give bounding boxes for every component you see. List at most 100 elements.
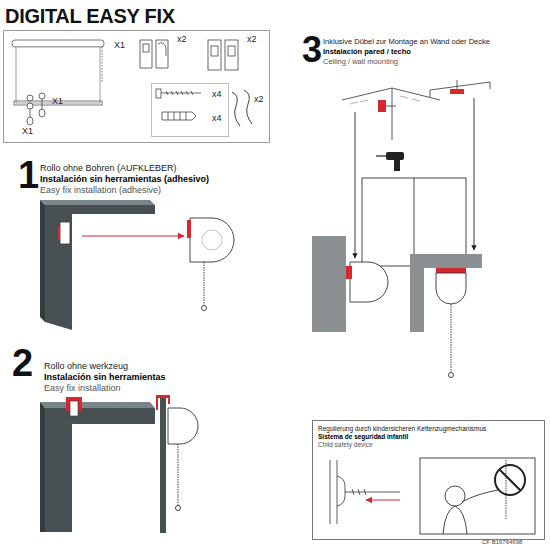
- bracket-pair: [208, 40, 238, 70]
- child-warning-part: [445, 486, 465, 506]
- step-text: Instalación sin herramientas (adhesivo): [40, 175, 209, 185]
- step-number: 1: [18, 156, 39, 194]
- ceiling-sketch-part: [450, 89, 464, 94]
- child-warning-part: [443, 506, 467, 534]
- step-text: Instalación sin herramientas: [44, 373, 166, 383]
- roller-blind-part: [12, 40, 104, 47]
- window-frame-part: [40, 200, 155, 205]
- bracket-pair-part: [228, 46, 235, 56]
- pointer-arrow: [474, 98, 475, 250]
- chain-stop-part: [27, 95, 33, 101]
- end-cap-part: [190, 218, 234, 262]
- ceiling-mount: [410, 254, 482, 378]
- quantity-label: X1: [114, 41, 125, 51]
- note-text: Sistema de seguridad infantil: [318, 433, 408, 440]
- clip-pair-part: [232, 92, 240, 126]
- safety-bracket-part: [330, 460, 337, 524]
- window-frame-part: [40, 402, 45, 532]
- end-cap-part: [202, 230, 222, 250]
- chain-stop-part: [39, 109, 45, 117]
- safety-bracket-part: [352, 489, 366, 495]
- ceiling-sketch: [430, 80, 490, 97]
- safety-bracket: [330, 460, 400, 524]
- wall-sketch-part: [386, 106, 396, 107]
- quantity-label: x2: [247, 35, 257, 45]
- wall-mount-part: [346, 266, 352, 279]
- wall-plug-part: [168, 112, 186, 120]
- parts-box: x4x4X1x2x2X1X1x2: [3, 30, 270, 143]
- chain-stop-part: [30, 109, 31, 117]
- side-view: [156, 395, 198, 533]
- direction-arrow: [82, 235, 184, 236]
- window-frame-part: [40, 200, 45, 322]
- step-text: Rollo ohne werkzeug: [44, 362, 128, 372]
- note-text: Child safety device: [318, 441, 373, 448]
- child-warning-part: [462, 490, 498, 502]
- ceiling-mount-part: [451, 304, 452, 372]
- end-cap-part: [187, 220, 191, 238]
- page-title: DIGITAL EASY FIX: [5, 5, 175, 27]
- drill: [376, 152, 404, 171]
- step-number: 3: [302, 32, 322, 68]
- bracket-pair-part: [208, 40, 221, 70]
- wall-plug: [162, 112, 196, 120]
- quantity-label: x2: [254, 95, 264, 105]
- adhesive-bracket-part: [60, 222, 70, 244]
- clip-pair-part: [244, 90, 252, 124]
- chain-stop-part: [27, 103, 33, 109]
- pointer-arrow: [355, 112, 356, 258]
- window-part: [414, 178, 415, 266]
- step-text: Ceiling / wall mounting: [323, 58, 398, 66]
- ceiling-mount-part: [436, 273, 466, 304]
- quantity-label: X1: [52, 97, 63, 107]
- end-cap-part: [204, 262, 205, 305]
- child-warning: [420, 458, 535, 534]
- chain-stop-part: [39, 93, 45, 99]
- wall-mount-part: [350, 262, 388, 302]
- quantity-label: x2: [177, 35, 187, 45]
- wall-mount: [312, 236, 388, 332]
- side-view-part: [168, 408, 198, 444]
- child-warning-part: [499, 469, 521, 491]
- quantity-label: x4: [212, 114, 222, 124]
- side-view-part: [178, 444, 179, 505]
- product-code: CF B16764698: [482, 539, 522, 546]
- roller-blind-part: [102, 47, 103, 82]
- end-cap: [187, 218, 234, 311]
- wall-sketch: [342, 88, 440, 140]
- child-warning-part: [495, 465, 525, 495]
- clip-part: [70, 401, 78, 416]
- roller-blind: [12, 40, 104, 105]
- safety-bracket-part: [337, 476, 345, 506]
- window-frame-part: [45, 408, 155, 532]
- child-warning-part: [420, 458, 535, 534]
- safety-box: Regulierung durch kindersicheren Kettenz…: [312, 420, 545, 540]
- fixings-box: x4 x4: [151, 83, 229, 137]
- step-text: Inklusive Dübel zur Montage an Wand oder…: [323, 38, 490, 46]
- ceiling-mount-part: [436, 268, 466, 273]
- bracket-pair-part: [140, 40, 152, 68]
- window-frame: [40, 402, 155, 532]
- chain-stop-part: [42, 99, 43, 109]
- adhesive-bracket: [58, 222, 70, 244]
- drill-part: [376, 155, 386, 156]
- step-text: Easy fix installation (adhesive): [40, 186, 161, 196]
- note-text: Regulierung durch kindersicheren Kettenz…: [318, 425, 486, 432]
- step-text: Easy fix installation: [44, 384, 121, 394]
- step-text: Instalación pared / techo: [323, 48, 411, 56]
- drill-part: [394, 160, 400, 171]
- adhesive-bracket-part: [58, 226, 60, 240]
- side-view-part: [160, 398, 166, 533]
- step-number: 2: [12, 344, 33, 382]
- ceiling-sketch-part: [457, 80, 458, 89]
- bracket-pair-part: [158, 43, 166, 56]
- wall-mount-part: [312, 236, 346, 332]
- drill-part: [386, 152, 404, 160]
- window-part: [362, 178, 466, 266]
- side-view-part: [176, 506, 181, 511]
- quantity-label: x4: [212, 90, 222, 100]
- end-cap-part: [202, 306, 207, 311]
